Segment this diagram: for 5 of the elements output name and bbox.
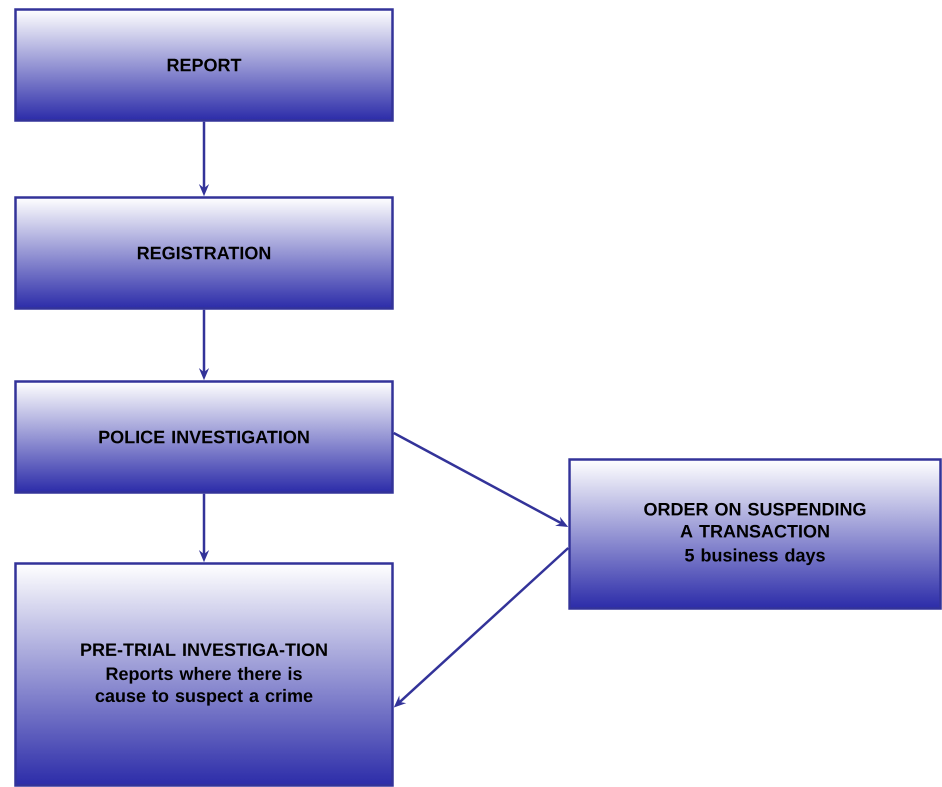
process-box: REGISTRATION	[14, 196, 394, 310]
process-box: REPORT	[14, 8, 394, 122]
process-box: ORDER ON SUSPENDING A TRANSACTION 5 business days	[568, 458, 942, 610]
process-box: POLICE INVESTIGATION	[14, 380, 394, 494]
process-box: PRE-TRIAL INVESTIGA-TION Reports where there is cause to suspect a crime	[14, 562, 394, 787]
